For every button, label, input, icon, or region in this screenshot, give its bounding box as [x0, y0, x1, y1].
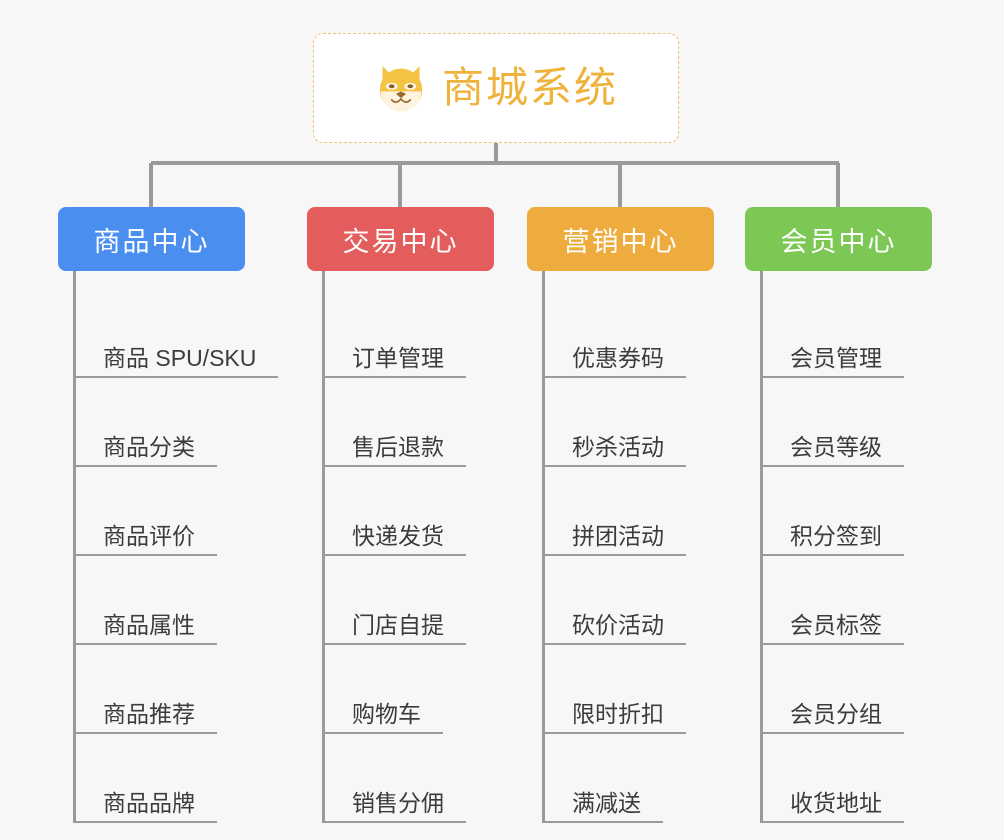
leaf-item[interactable]: 门店自提: [322, 556, 494, 645]
leaf-label: 门店自提: [322, 612, 466, 645]
category-label: 会员中心: [780, 226, 897, 257]
leaf-item[interactable]: 砍价活动: [542, 556, 714, 645]
leaf-item[interactable]: 优惠券码: [542, 289, 714, 378]
category-box[interactable]: 会员中心: [745, 207, 932, 271]
leaf-item[interactable]: 销售分佣: [322, 734, 494, 823]
leaf-label: 商品分类: [73, 434, 217, 467]
leaf-label: 售后退款: [322, 434, 466, 467]
leaf-label: 优惠券码: [542, 345, 686, 378]
leaf-item[interactable]: 会员等级: [760, 378, 932, 467]
leaf-list: 订单管理售后退款快递发货门店自提购物车销售分佣: [322, 271, 494, 823]
leaf-label: 积分签到: [760, 523, 904, 556]
leaf-label: 秒杀活动: [542, 434, 686, 467]
leaf-list: 会员管理会员等级积分签到会员标签会员分组收货地址: [760, 271, 932, 823]
leaf-item[interactable]: 秒杀活动: [542, 378, 714, 467]
leaf-item[interactable]: 积分签到: [760, 467, 932, 556]
category-label: 商品中心: [93, 226, 210, 257]
category-label: 交易中心: [342, 226, 459, 257]
leaf-label: 商品推荐: [73, 701, 217, 734]
leaf-item[interactable]: 商品品牌: [73, 734, 245, 823]
leaf-label: 拼团活动: [542, 523, 686, 556]
leaf-label: 收货地址: [760, 790, 904, 823]
leaf-item[interactable]: 会员标签: [760, 556, 932, 645]
leaf-item[interactable]: 会员管理: [760, 289, 932, 378]
leaf-item[interactable]: 商品属性: [73, 556, 245, 645]
leaf-list: 商品 SPU/SKU 商品分类商品评价商品属性商品推荐商品品牌: [73, 271, 279, 823]
root-title: 商城系统: [441, 64, 618, 111]
shiba-dog-icon: [379, 66, 423, 112]
leaf-item[interactable]: 限时折扣: [542, 645, 714, 734]
branch-column: 会员中心会员管理会员等级积分签到会员标签会员分组收货地址: [745, 207, 932, 823]
leaf-item[interactable]: 订单管理: [322, 289, 494, 378]
leaf-list: 优惠券码秒杀活动拼团活动砍价活动限时折扣满减送: [542, 271, 714, 823]
leaf-item[interactable]: 满减送: [542, 734, 714, 823]
leaf-label: 快递发货: [322, 523, 466, 556]
leaf-label: 购物车: [322, 701, 443, 734]
leaf-item[interactable]: 商品评价: [73, 467, 245, 556]
leaf-label: 商品 SPU/SKU: [73, 345, 279, 378]
leaf-item[interactable]: 商品推荐: [73, 645, 245, 734]
leaf-label: 订单管理: [322, 345, 466, 378]
leaf-label: 会员分组: [760, 701, 904, 734]
leaf-label: 会员标签: [760, 612, 904, 645]
category-box[interactable]: 交易中心: [307, 207, 494, 271]
leaf-label: 商品评价: [73, 523, 217, 556]
leaf-label: 销售分佣: [322, 790, 466, 823]
leaf-item[interactable]: 收货地址: [760, 734, 932, 823]
root-node[interactable]: 商城系统: [313, 33, 679, 143]
leaf-label: 满减送: [542, 790, 663, 823]
leaf-label: 会员管理: [760, 345, 904, 378]
leaf-item[interactable]: 快递发货: [322, 467, 494, 556]
leaf-label: 商品属性: [73, 612, 217, 645]
category-box[interactable]: 商品中心: [58, 207, 245, 271]
branch-column: 商品中心商品 SPU/SKU 商品分类商品评价商品属性商品推荐商品品牌: [58, 207, 279, 823]
branch-column: 交易中心订单管理售后退款快递发货门店自提购物车销售分佣: [307, 207, 494, 823]
leaf-item[interactable]: 购物车: [322, 645, 494, 734]
leaf-item[interactable]: 售后退款: [322, 378, 494, 467]
branch-column: 营销中心优惠券码秒杀活动拼团活动砍价活动限时折扣满减送: [527, 207, 714, 823]
leaf-item[interactable]: 商品 SPU/SKU: [73, 289, 279, 378]
leaf-label: 砍价活动: [542, 612, 686, 645]
leaf-item[interactable]: 商品分类: [73, 378, 245, 467]
leaf-label: 商品品牌: [73, 790, 217, 823]
category-label: 营销中心: [562, 226, 679, 257]
leaf-label: 限时折扣: [542, 701, 686, 734]
category-box[interactable]: 营销中心: [527, 207, 714, 271]
leaf-item[interactable]: 会员分组: [760, 645, 932, 734]
leaf-label: 会员等级: [760, 434, 904, 467]
leaf-item[interactable]: 拼团活动: [542, 467, 714, 556]
